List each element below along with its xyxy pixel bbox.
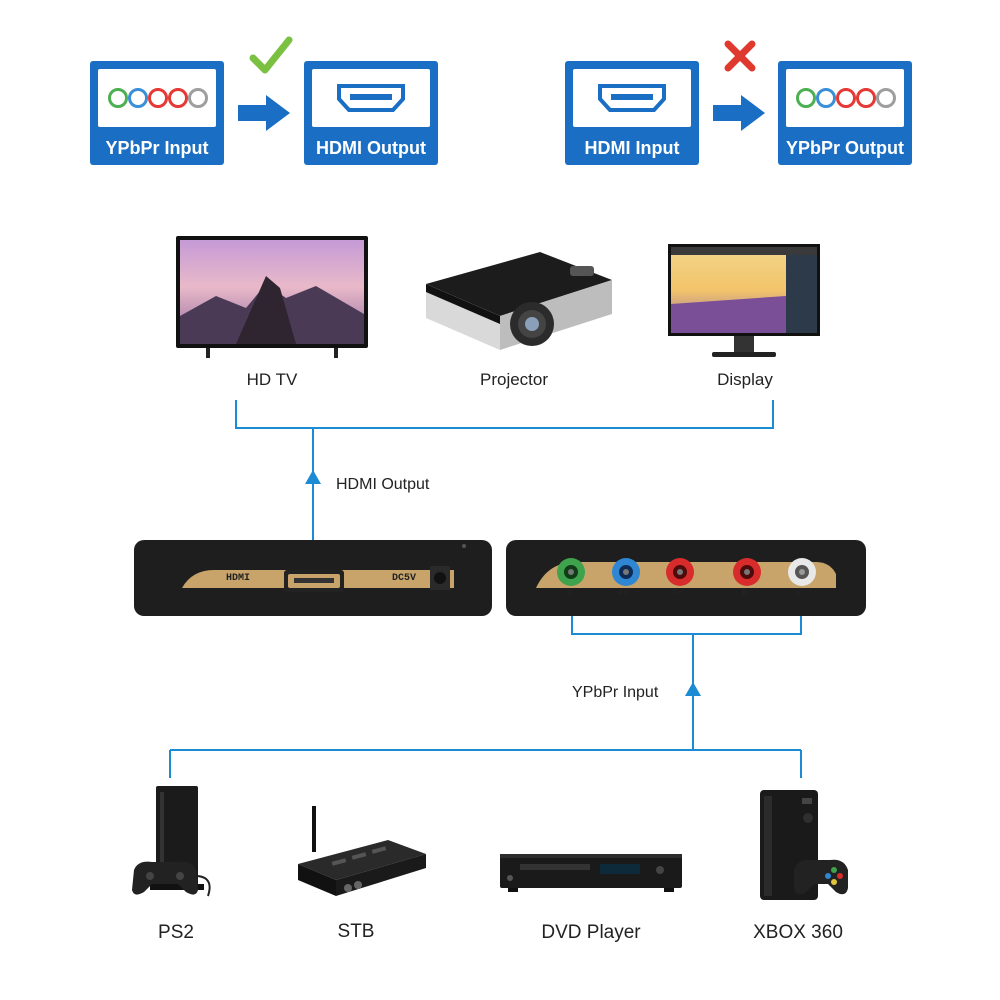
hdmi-output-link-label: HDMI Output: [336, 476, 430, 493]
ypbpr-input-label: YPbPr Input: [105, 138, 209, 158]
ypbpr-ports-panel: [98, 69, 216, 127]
ypbpr-output-label: YPbPr Output: [786, 138, 904, 158]
output-label-hdtv: HD TV: [246, 370, 298, 389]
converter-front-panel: [506, 540, 866, 616]
tv-icon: [176, 236, 368, 358]
hdmi-port-icon: [598, 84, 666, 112]
hdmi-output-label: HDMI Output: [316, 138, 426, 158]
port-label-pr: Pr: [673, 588, 684, 598]
port-label-r: R: [742, 588, 748, 598]
monitor-icon: [668, 244, 820, 357]
port-label-pb: Pb: [618, 588, 629, 598]
source-label-stb: STB: [337, 921, 375, 942]
dvd-player-icon: [500, 854, 682, 892]
arrow-up-icon: [685, 682, 701, 696]
hdmi-port-icon: [337, 84, 405, 112]
hdmi-input-box: HDMI Input: [565, 61, 699, 165]
ypbpr-input-link-label: YPbPr Input: [572, 684, 659, 701]
source-label-xbox-360: XBOX 360: [753, 922, 843, 943]
ps2-icon: [132, 786, 211, 897]
source-label-dvd-player: DVD Player: [541, 922, 641, 943]
port-label-y: Y: [567, 588, 573, 598]
hdmi-output-box: HDMI Output: [304, 61, 438, 165]
xbox-icon: [760, 790, 848, 900]
output-label-projector: Projector: [479, 370, 549, 389]
ypbpr-output-box: YPbPr Output: [778, 61, 912, 165]
component-rings-icon: [796, 88, 896, 110]
converter-back-panel: [134, 540, 492, 616]
component-rings-icon: [108, 88, 208, 110]
hdmi-input-label: HDMI Input: [584, 138, 680, 158]
stb-icon: [298, 806, 426, 896]
check-icon: [249, 36, 293, 74]
hdmi-port-label: HDMI: [226, 573, 251, 584]
output-label-display: Display: [717, 370, 773, 389]
source-label-ps2: PS2: [158, 922, 194, 943]
dc5v-port-label: DC5V: [392, 573, 417, 584]
ypbpr-input-box: YPbPr Input: [90, 61, 224, 165]
arrow-up-icon: [305, 470, 321, 484]
projector-icon: [426, 252, 612, 350]
arrow-right-icon: [713, 95, 765, 131]
port-label-l: L: [797, 588, 803, 598]
arrow-right-icon: [238, 95, 290, 131]
cross-icon: [724, 40, 756, 72]
